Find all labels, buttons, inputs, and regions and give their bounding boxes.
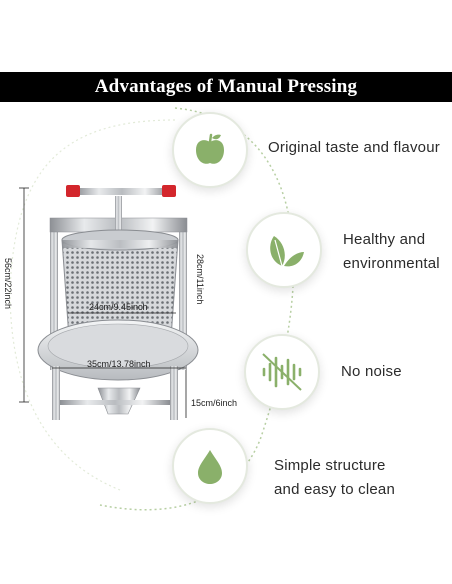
feature-circle-no-noise bbox=[244, 334, 320, 410]
basket-height-label: 28cm/11inch bbox=[195, 254, 205, 305]
banner-title: Advantages of Manual Pressing bbox=[0, 72, 452, 102]
apple-icon bbox=[196, 133, 224, 164]
no-noise-icon bbox=[262, 353, 302, 391]
basket-diameter-label: 24cm/9.45inch bbox=[89, 302, 148, 312]
feature-text-4: Simple structure and easy to clean bbox=[274, 454, 395, 502]
leg-height-label: 15cm/6inch bbox=[191, 398, 238, 408]
feature-3-line1: No noise bbox=[341, 363, 402, 380]
dotted-arc bbox=[99, 107, 295, 511]
feature-1-line1: Original taste and flavour bbox=[268, 139, 440, 156]
handle-right-grip bbox=[162, 185, 176, 197]
feature-text-2: Healthy and environmental bbox=[343, 228, 440, 276]
feature-text-1: Original taste and flavour bbox=[268, 136, 440, 160]
leaves-icon bbox=[270, 236, 304, 267]
tray-diameter-label: 35cm/13.78inch bbox=[87, 359, 151, 369]
feature-4-line2: and easy to clean bbox=[274, 481, 395, 498]
total-height-label: 56cm/22inch bbox=[3, 258, 13, 310]
handle-left-grip bbox=[66, 185, 80, 197]
feature-4-line1: Simple structure bbox=[274, 457, 386, 474]
water-drop-icon bbox=[198, 450, 222, 484]
feature-2-line2: environmental bbox=[343, 255, 440, 272]
feature-circle-apple bbox=[172, 112, 248, 188]
feature-circle-drop bbox=[172, 428, 248, 504]
feature-text-3: No noise bbox=[341, 360, 402, 384]
feature-2-line1: Healthy and bbox=[343, 231, 426, 248]
feature-circle-leaves bbox=[246, 212, 322, 288]
